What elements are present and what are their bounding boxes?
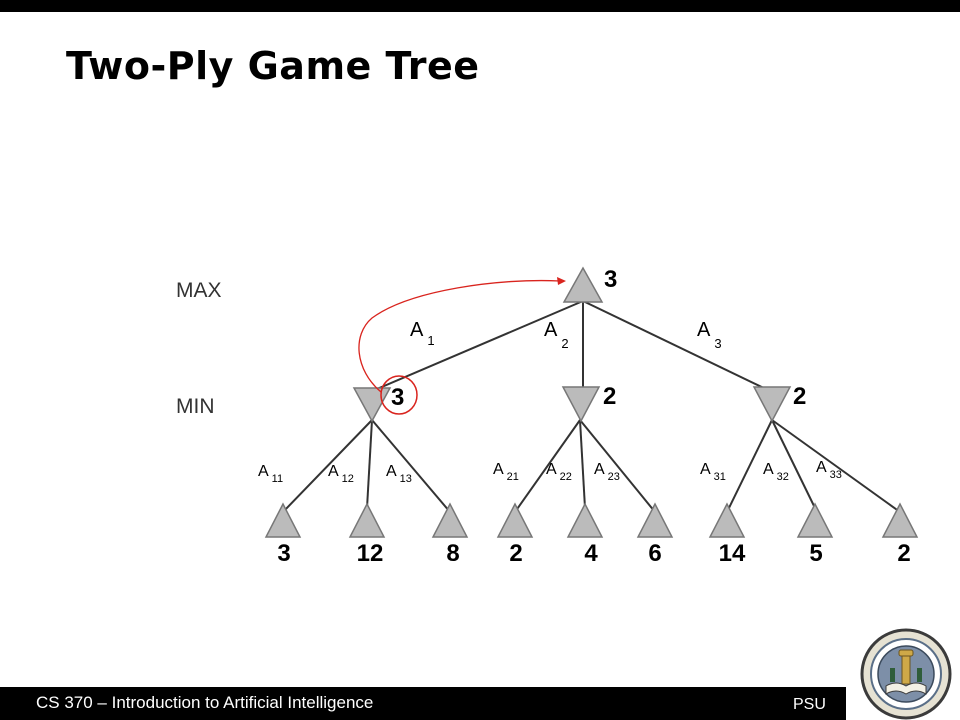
branch-a32-sub: 32 (777, 471, 789, 483)
leaf-node-33 (881, 502, 919, 538)
leaf-value-11: 3 (277, 540, 290, 567)
min-node-1-value: 3 (391, 384, 404, 411)
branch-a21-sub: 21 (507, 471, 519, 483)
branch-a22-sub: 22 (560, 471, 572, 483)
leaf-value-23: 6 (648, 540, 661, 567)
branch-a11-sub: 11 (272, 473, 283, 485)
min-node-2 (561, 386, 601, 423)
leaf-node-21 (496, 502, 534, 538)
leaf-node-23 (636, 502, 674, 538)
svg-text:A23: A23 (594, 461, 620, 483)
course-name: CS 370 – Introduction to Artificial Inte… (36, 693, 374, 712)
min-node-2-value: 2 (603, 383, 616, 410)
svg-text:A2: A2 (544, 319, 569, 351)
branch-a1-label: A (410, 319, 424, 341)
footer-bar (0, 687, 846, 720)
min-level-label: MIN (176, 395, 215, 418)
branch-a23-sub: 23 (608, 471, 620, 483)
leaf-node-22 (566, 502, 604, 538)
leaf-value-12: 12 (357, 540, 384, 567)
leaf-value-21: 2 (509, 540, 522, 567)
leaf-node-11 (264, 502, 302, 538)
svg-text:A11: A11 (258, 463, 283, 485)
branch-a12-sub: 12 (342, 473, 354, 485)
leaf-node-13 (431, 502, 469, 538)
leaf-node-32 (796, 502, 834, 538)
min-node-1 (352, 387, 392, 423)
svg-text:A31: A31 (700, 461, 726, 483)
svg-text:A22: A22 (546, 461, 572, 483)
leaf-value-32: 5 (809, 540, 822, 567)
top-bar (0, 0, 960, 12)
max-level-label: MAX (176, 279, 222, 302)
edge-a11 (282, 419, 373, 513)
svg-text:A3: A3 (697, 319, 722, 351)
highlight-circle (380, 375, 418, 415)
propagation-arrowhead (557, 277, 566, 285)
branch-a2-sub: 2 (561, 336, 568, 351)
branch-a33-sub: 33 (830, 469, 842, 481)
university-seal-logo (860, 628, 952, 720)
branch-a33-label: A (816, 459, 827, 476)
edge-a3 (582, 300, 773, 393)
svg-text:A32: A32 (763, 461, 789, 483)
leaf-value-22: 4 (584, 540, 598, 567)
leaf-node-12 (348, 502, 386, 538)
edge-a23 (579, 419, 656, 513)
propagation-arrow (358, 279, 561, 393)
svg-text:A21: A21 (493, 461, 519, 483)
edge-a13 (371, 419, 451, 513)
leaf-value-33: 2 (897, 540, 910, 567)
edge-a31 (726, 419, 773, 513)
slide-title: Two-Ply Game Tree (66, 44, 480, 88)
min-node-3-value: 2 (793, 383, 806, 410)
branch-a21-label: A (493, 461, 504, 478)
branch-a22-label: A (546, 461, 557, 478)
branch-a32-label: A (763, 461, 774, 478)
branch-a12-label: A (328, 463, 339, 480)
branch-a2-label: A (544, 319, 558, 341)
branch-a13-sub: 13 (400, 473, 412, 485)
edge-a12 (366, 419, 373, 509)
branch-a31-label: A (700, 461, 711, 478)
min-node-3 (752, 386, 792, 423)
leaf-node-31 (708, 502, 746, 538)
branch-a13-label: A (386, 463, 397, 480)
leaf-value-31: 14 (719, 540, 746, 567)
branch-a3-sub: 3 (714, 336, 721, 351)
max-root-node (562, 266, 604, 303)
edge-a32 (771, 419, 816, 509)
edge-a22 (579, 419, 586, 509)
branch-a31-sub: 31 (714, 471, 726, 483)
svg-text:A1: A1 (410, 319, 435, 348)
branch-a23-label: A (594, 461, 605, 478)
edge-a21 (514, 419, 581, 513)
root-value: 3 (604, 266, 617, 293)
leaf-value-13: 8 (446, 540, 459, 567)
svg-text:A33: A33 (816, 459, 842, 481)
svg-text:A13: A13 (386, 463, 412, 485)
branch-a3-label: A (697, 319, 711, 341)
branch-a1-sub: 1 (427, 333, 434, 348)
branch-a11-label: A (258, 463, 269, 480)
school-name: PSU (793, 696, 826, 713)
edge-a1 (369, 300, 584, 393)
svg-text:A12: A12 (328, 463, 354, 485)
edge-a33 (771, 419, 901, 513)
